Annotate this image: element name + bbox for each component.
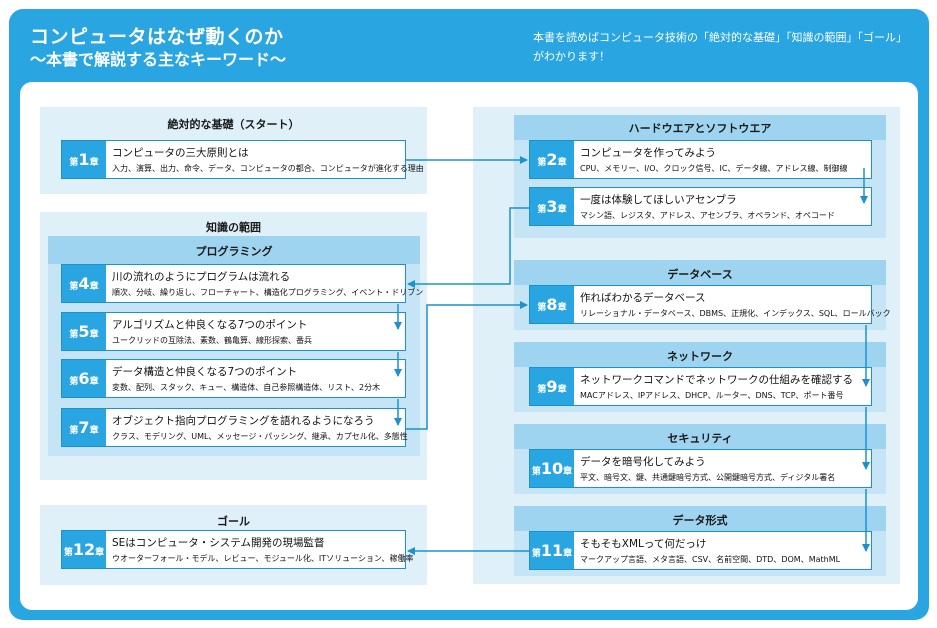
chapter-11: 第11章 そもそもXMLって何だっけ マークアップ言語、メタ言語、CSV、名前空… — [529, 531, 872, 570]
chapter-5: 第5章 アルゴリズムと仲良くなる7つのポイント ユークリッドの互除法、素数、鶴亀… — [61, 312, 406, 351]
chapter-4: 第4章 川の流れのようにプログラムは流れる 順次、分岐、繰り返し、フローチャート… — [61, 264, 423, 303]
chapter-12-title: SEはコンピュータ・システム開発の現場監督 — [112, 537, 325, 549]
chapter-6-number: 第6章 — [62, 360, 106, 397]
chapter-7-number: 第7章 — [62, 409, 106, 446]
chapter-9-title: ネットワークコマンドでネットワークの仕組みを確認する — [580, 374, 853, 386]
group-database-title: データベース — [667, 268, 733, 281]
chapter-4-keywords: 順次、分岐、繰り返し、フローチャート、構造化プログラミング、イベント・ドリブン — [112, 288, 424, 297]
page-subtitle: 〜本書で解説する主なキーワード〜 — [30, 50, 287, 69]
chapter-5-number: 第5章 — [62, 313, 106, 350]
chapter-7-keywords: クラス、モデリング、UML、メッセージ・パッシング、継承、カプセル化、多態性 — [112, 432, 408, 441]
chapter-4-number: 第4章 — [62, 265, 106, 302]
group-network-title: ネットワーク — [667, 350, 733, 363]
group-network-band — [514, 342, 886, 367]
chapter-9-keywords: MACアドレス、IPアドレス、DHCP、ルーター、DNS、TCP、ポート番号 — [580, 391, 844, 400]
chapter-9: 第9章 ネットワークコマンドでネットワークの仕組みを確認する MACアドレス、I… — [529, 367, 872, 406]
chapter-7: 第7章 オブジェクト指向プログラミングを語れるようになろう クラス、モデリング、… — [61, 408, 408, 447]
chapter-12: 第12章 SEはコンピュータ・システム開発の現場監督 ウオーターフォール・モデル… — [61, 530, 413, 569]
group-database-band — [514, 260, 886, 285]
group-dataformat-band — [514, 506, 886, 531]
chapter-5-title: アルゴリズムと仲良くなる7つのポイント — [112, 319, 308, 331]
group-start-title: 絶対的な基礎（スタート） — [167, 118, 300, 131]
group-security-title: セキュリティ — [667, 432, 733, 445]
chapter-3-keywords: マシン語、レジスタ、アドレス、アセンブラ、オペランド、オペコード — [580, 211, 835, 220]
chapter-12-keywords: ウオーターフォール・モデル、レビュー、モジュール化、ITソリューション、稼働率 — [112, 554, 414, 563]
chapter-8-title: 作ればわかるデータベース — [580, 292, 706, 304]
chapter-12-number: 第12章 — [62, 531, 106, 568]
chapter-10-title: データを暗号化してみよう — [580, 456, 706, 468]
chapter-2-title: コンピュータを作ってみよう — [580, 147, 716, 159]
group-programming-title: プログラミング — [195, 245, 273, 258]
chapter-6-keywords: 変数、配列、スタック、キュー、構造体、自己参照構造体、リスト、2分木 — [112, 383, 381, 392]
chapter-8: 第8章 作ればわかるデータベース リレーショナル・データベース、DBMS、正規化… — [529, 285, 891, 324]
chapter-5-keywords: ユークリッドの互除法、素数、鶴亀算、線形探索、番兵 — [112, 336, 312, 345]
group-hardware-band — [514, 115, 886, 140]
chapter-1-title: コンピュータの三大原則とは — [112, 147, 249, 159]
intro-text: 本書を読めばコンピュータ技術の「絶対的な基礎」「知識の範囲」「ゴール」がわかりま… — [533, 31, 907, 63]
arrow-ch7-to-ch8 — [406, 301, 528, 430]
chapter-10-number: 第10章 — [530, 450, 574, 487]
chapter-8-keywords: リレーショナル・データベース、DBMS、正規化、インデックス、SQL、ロールバッ… — [580, 309, 891, 318]
chapter-6-title: データ構造と仲良くなる7つのポイント — [112, 366, 298, 378]
chapter-11-number: 第11章 — [530, 532, 574, 569]
group-goal-title: ゴール — [217, 515, 250, 528]
chapter-11-keywords: マークアップ言語、メタ言語、CSV、名前空間、DTD、DOM、MathML — [580, 555, 841, 564]
chapter-10-keywords: 平文、暗号文、鍵、共通鍵暗号方式、公開鍵暗号方式、ディジタル署名 — [580, 473, 836, 482]
chapter-4-title: 川の流れのようにプログラムは流れる — [112, 271, 291, 283]
chapter-8-number: 第8章 — [530, 286, 574, 323]
chapter-2: 第2章 コンピュータを作ってみよう CPU、メモリー、I/O、クロック信号、IC… — [529, 140, 872, 179]
group-security-band — [514, 424, 886, 449]
chapter-3: 第3章 一度は体験してほしいアセンブラ マシン語、レジスタ、アドレス、アセンブラ… — [529, 187, 872, 226]
chapter-2-keywords: CPU、メモリー、I/O、クロック信号、IC、データ線、アドレス線、制御線 — [580, 164, 848, 173]
page-title: コンピュータはなぜ動くのか — [30, 26, 284, 48]
group-knowledge-title: 知識の範囲 — [206, 221, 261, 234]
group-programming-band — [48, 236, 420, 264]
chapter-3-number: 第3章 — [530, 188, 574, 225]
chapter-3-title: 一度は体験してほしいアセンブラ — [580, 194, 737, 206]
chapter-1-number: 第1章 — [62, 141, 106, 178]
chapter-2-number: 第2章 — [530, 141, 574, 178]
chapter-1: 第1章 コンピュータの三大原則とは 入力、演算、出力、命令、データ、コンピュータ… — [61, 140, 424, 179]
arrow-ch3-to-ch4 — [407, 207, 529, 288]
group-hardware-title: ハードウエアとソフトウエア — [628, 122, 772, 135]
chapter-6: 第6章 データ構造と仲良くなる7つのポイント 変数、配列、スタック、キュー、構造… — [61, 359, 406, 398]
chapter-11-title: そもそもXMLって何だっけ — [580, 538, 707, 550]
chapter-10: 第10章 データを暗号化してみよう 平文、暗号文、鍵、共通鍵暗号方式、公開鍵暗号… — [529, 449, 872, 488]
chapter-1-keywords: 入力、演算、出力、命令、データ、コンピュータの都合、コンピュータが進化する理由 — [112, 164, 424, 173]
chapter-7-title: オブジェクト指向プログラミングを語れるようになろう — [112, 415, 375, 427]
chapter-9-number: 第9章 — [530, 368, 574, 405]
group-dataformat-title: データ形式 — [672, 514, 728, 527]
